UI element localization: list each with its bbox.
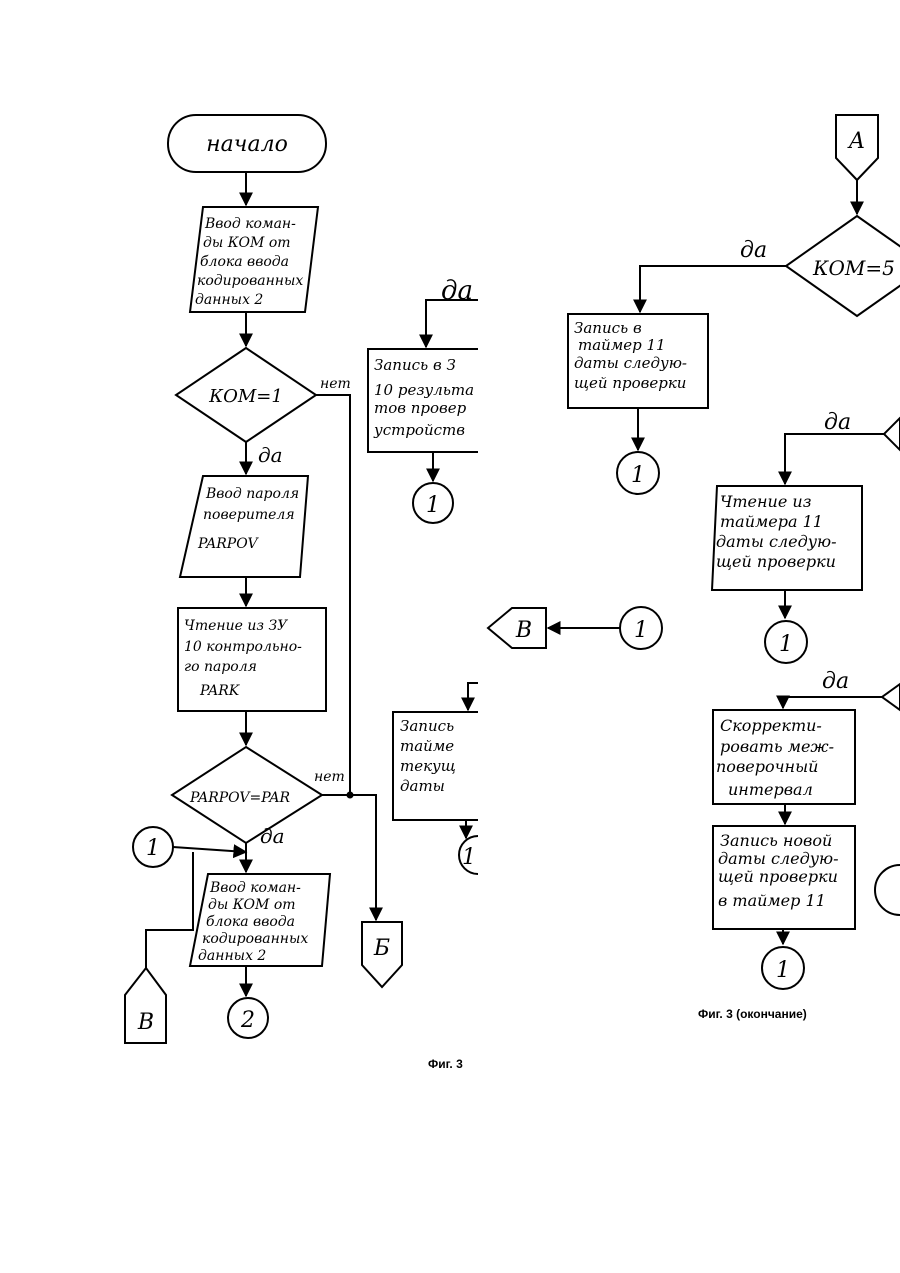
figure-right: А КОМ=5 да Запись в таймер 11 даты следу… — [568, 115, 900, 1021]
connector-1-right-a-label: 1 — [631, 463, 645, 488]
start-label: начало — [206, 132, 288, 157]
decision-kom-5-label: КОМ=5 — [812, 256, 895, 280]
connector-partial-right — [875, 865, 900, 915]
offpage-b-label: Б — [373, 936, 390, 961]
junction-dot — [347, 792, 354, 799]
figure-left: начало Ввод коман- ды КОМ от блока ввода… — [125, 115, 463, 1071]
connector-1-left-label: 1 — [146, 836, 160, 861]
yes-label-2: да — [260, 824, 285, 848]
decision-parpov-label: PARPOV=PAR — [189, 790, 291, 806]
offpage-v-mid-label: В — [515, 618, 532, 643]
yes-label-right-3: да — [822, 669, 849, 694]
connector-2-label: 2 — [240, 1008, 255, 1033]
connector-1-mid-c-label: 1 — [462, 845, 476, 870]
connector-1-mid-a-label: 1 — [426, 493, 440, 518]
yes-label-right: да — [740, 238, 767, 263]
figure-caption-left: Фиг. 3 — [428, 1057, 463, 1071]
yes-label-mid: да — [441, 276, 473, 306]
no-label-2: нет — [314, 769, 345, 785]
connector-1-right-b-label: 1 — [779, 632, 793, 657]
decision-kom-1-label: КОМ=1 — [208, 386, 283, 407]
connector-1-right-c-label: 1 — [776, 958, 790, 983]
offpage-v-left-label: В — [137, 1010, 154, 1035]
no-label: нет — [320, 376, 351, 392]
write-new-date-text: Запись новой даты следую- щей проверки в… — [718, 831, 844, 910]
yes-label: да — [258, 443, 283, 467]
connector-1-mid-b-label: 1 — [634, 618, 648, 643]
offpage-a-label: А — [847, 129, 866, 154]
yes-label-right-2: да — [824, 410, 851, 435]
figure-caption-right: Фиг. 3 (окончание) — [698, 1007, 807, 1021]
